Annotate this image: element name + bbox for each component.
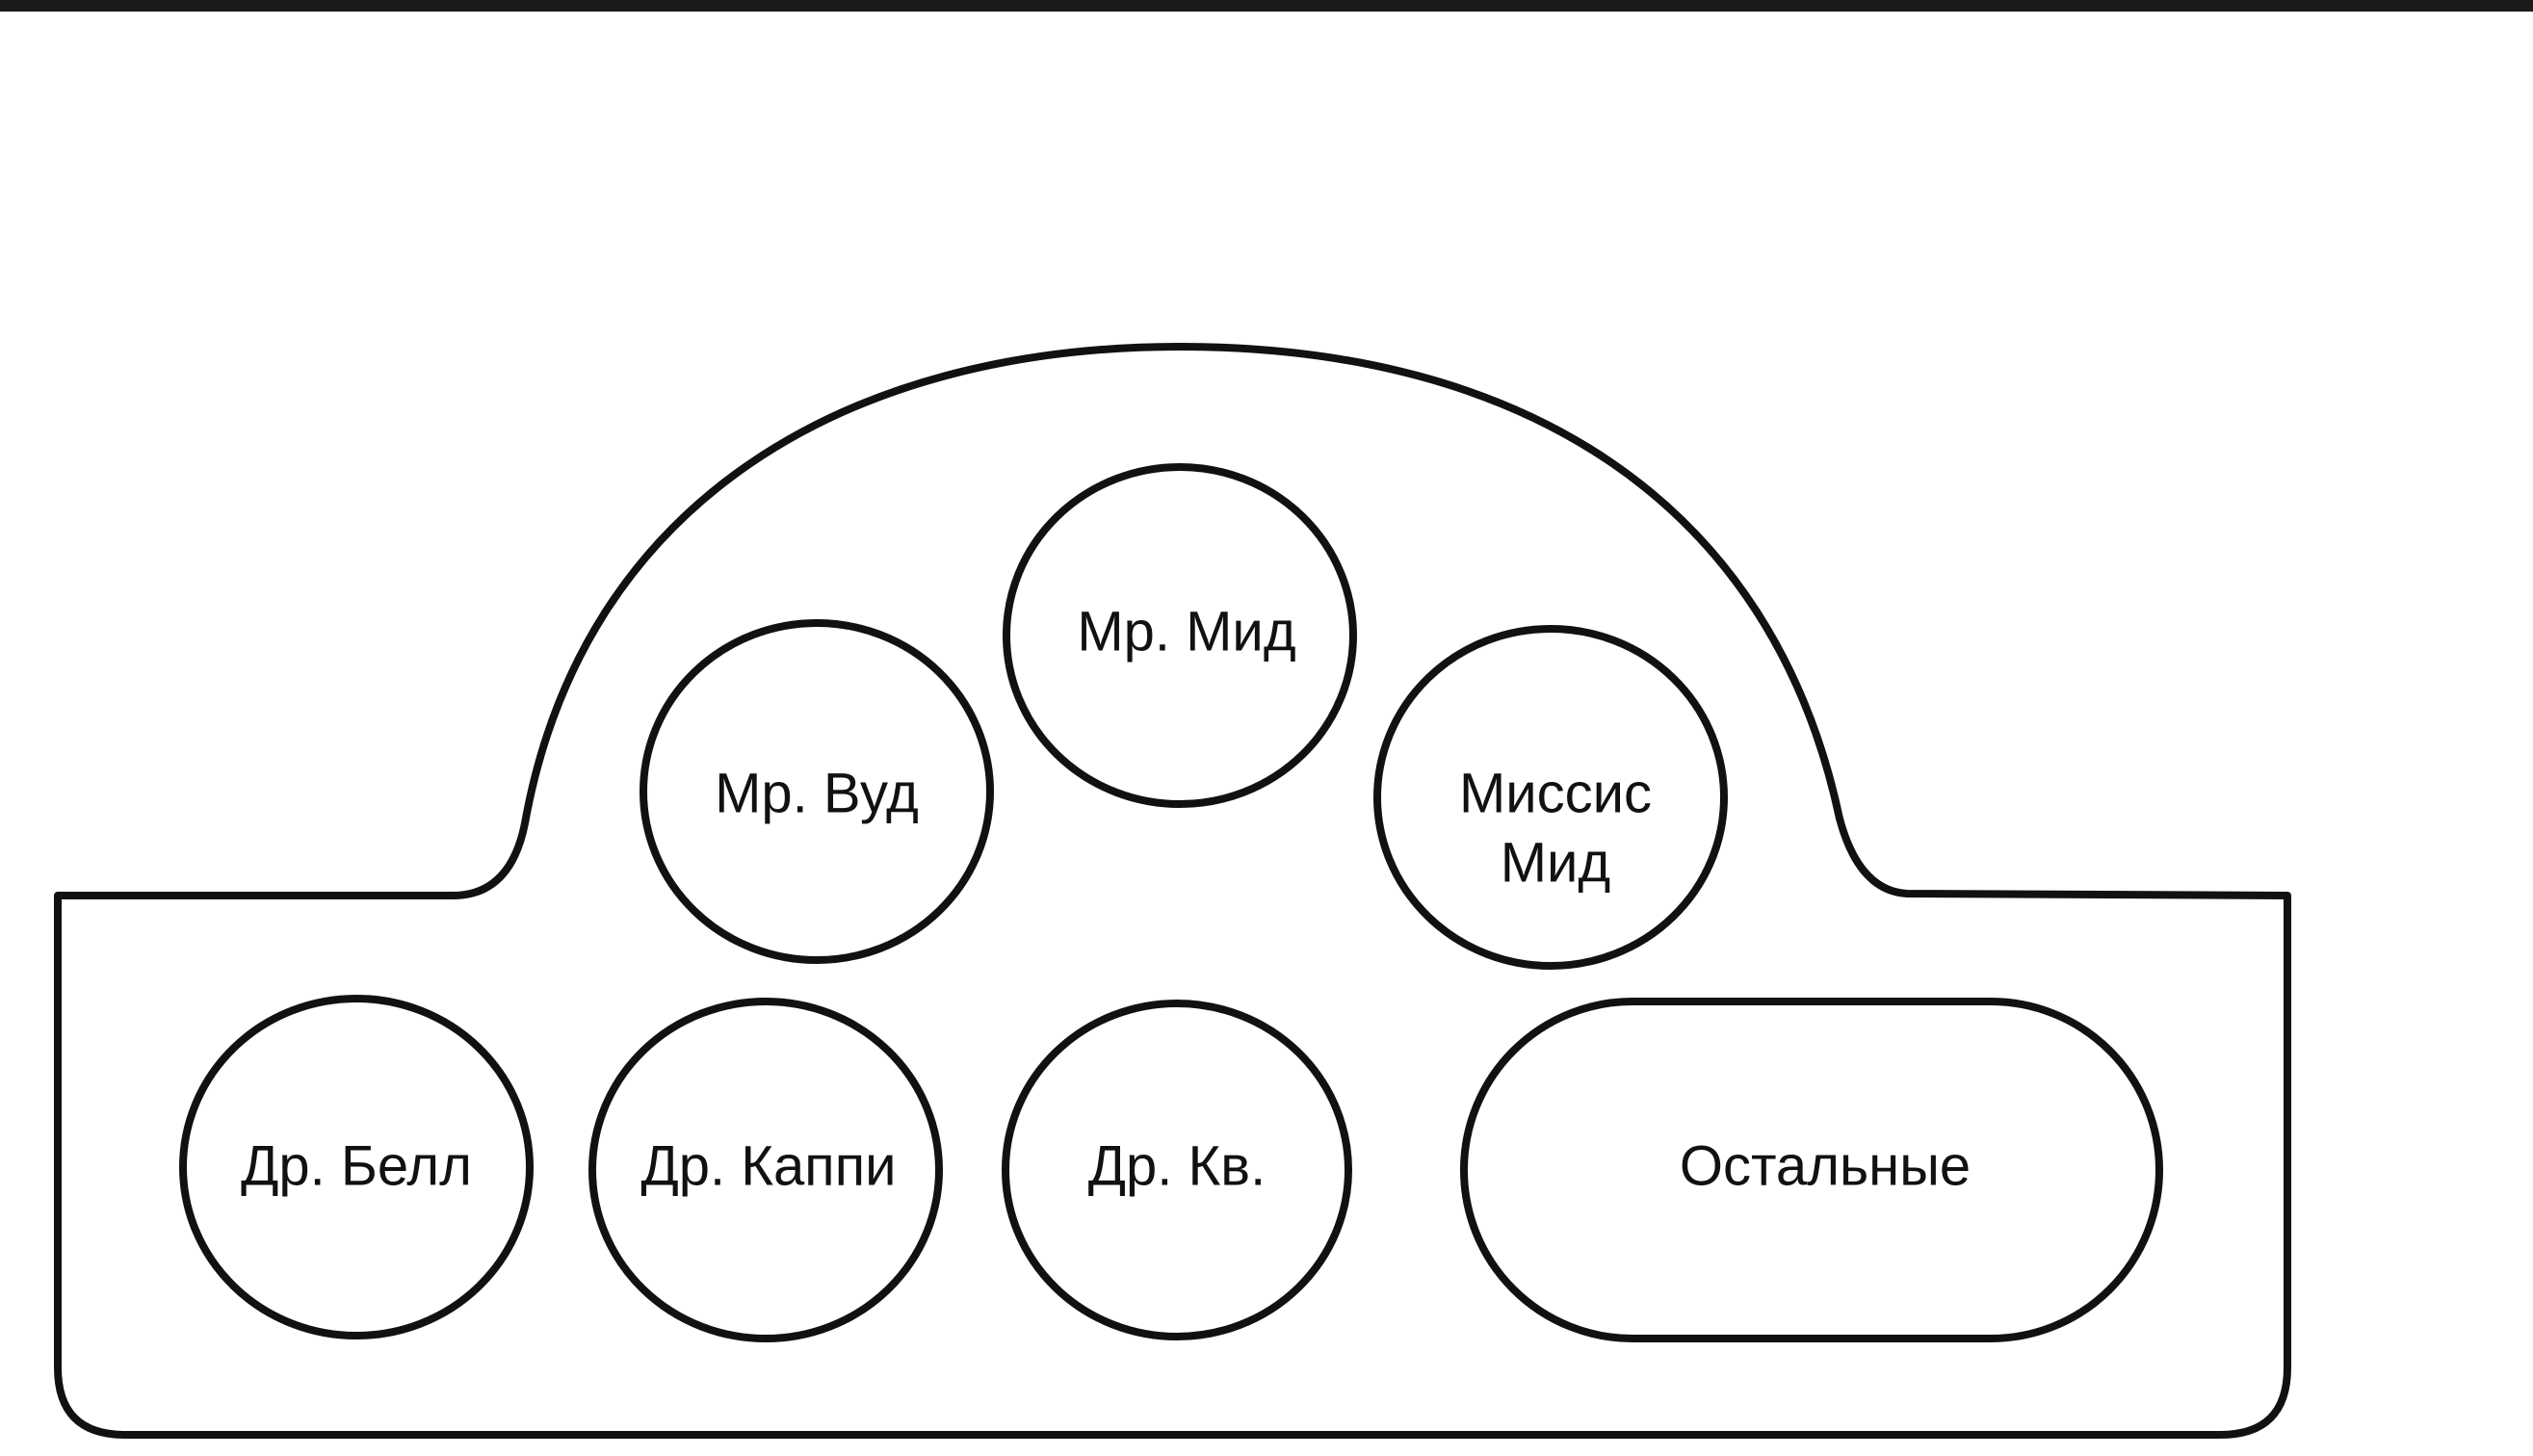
node-dr-kv: Др. Кв. <box>1002 1000 1352 1340</box>
scan-top-edge <box>0 0 2533 12</box>
node-dr-bell-circle <box>179 995 534 1339</box>
node-others-pill <box>1460 998 2163 1342</box>
node-mrs-mead-label-line-2: Мид <box>1501 831 1611 894</box>
node-mr-wood-circle <box>640 619 994 964</box>
table-outline <box>54 343 2291 1439</box>
node-dr-bell: Др. Белл <box>179 995 534 1339</box>
node-dr-cappi-circle <box>588 998 943 1342</box>
node-mr-mead-label: Мр. Мид <box>1077 600 1295 663</box>
node-dr-kv-circle <box>1002 1000 1352 1340</box>
node-mrs-mead-label-line-1: Миссис <box>1459 762 1652 824</box>
node-dr-cappi: Др. Каппи <box>588 998 943 1342</box>
node-dr-bell-label: Др. Белл <box>241 1134 472 1197</box>
node-mr-wood-label: Мр. Вуд <box>715 762 919 824</box>
node-mr-wood: Мр. Вуд <box>640 619 994 964</box>
node-mr-mead-circle <box>1003 463 1357 808</box>
node-others: Остальные <box>1460 998 2163 1342</box>
node-dr-cappi-label: Др. Каппи <box>640 1134 896 1197</box>
node-mrs-mead: Миссис Мид <box>1373 625 1728 970</box>
node-mrs-mead-circle <box>1373 625 1728 970</box>
node-others-label: Остальные <box>1680 1134 1971 1197</box>
node-mr-mead: Мр. Мид <box>1003 463 1357 808</box>
node-dr-kv-label: Др. Кв. <box>1088 1134 1266 1197</box>
